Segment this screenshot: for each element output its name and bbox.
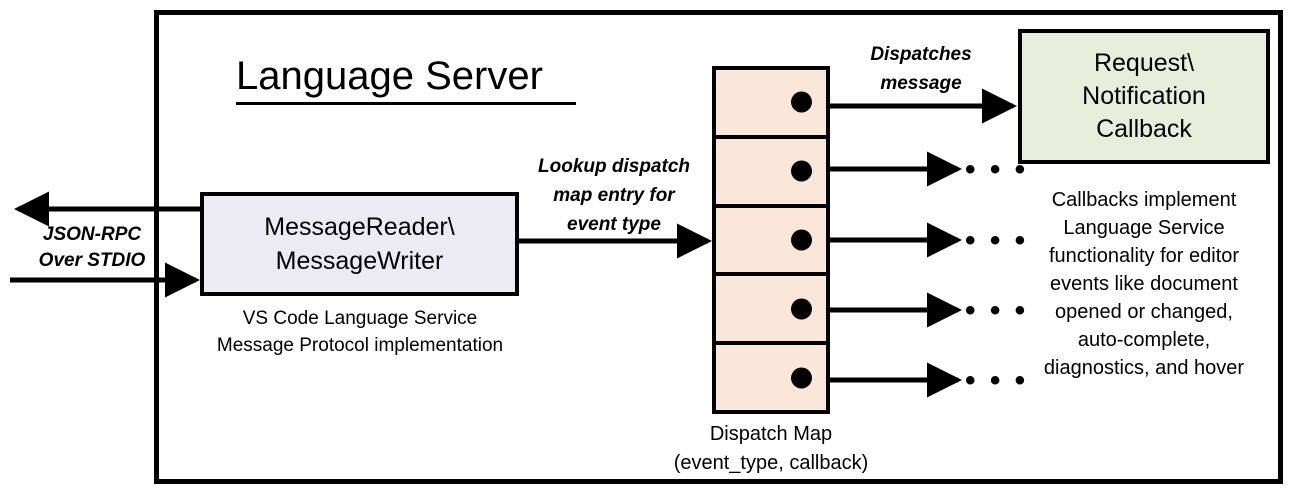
callback-caption-line-2: Language Service — [1063, 217, 1225, 239]
callback-dot-icon — [791, 229, 812, 251]
callback-box-line-1: Request\ — [1093, 49, 1195, 77]
dispatch-map-table[interactable] — [712, 66, 830, 414]
dispatch-map-row-4[interactable] — [716, 276, 826, 346]
callback-box-line-3: Callback — [1096, 115, 1192, 143]
dispatch-map-row-1[interactable] — [716, 70, 826, 139]
page-title: Language Server — [236, 52, 576, 105]
message-box-caption-line-1: VS Code Language Service — [242, 308, 478, 329]
lookup-label-line-2: map entry for — [553, 185, 675, 206]
callback-caption-line-5: opened or changed, — [1055, 301, 1233, 323]
lookup-label-line-1: Lookup dispatch — [538, 156, 690, 177]
transport-label-line-1: JSON-RPC — [42, 224, 142, 245]
dispatch-map-row-2[interactable] — [716, 139, 826, 208]
transport-label: JSON-RPC Over STDIO — [22, 222, 162, 274]
language-server-boundary — [154, 10, 1283, 484]
request-notification-callback-box[interactable]: Request\ Notification Callback — [1018, 29, 1270, 164]
callback-caption-line-7: diagnostics, and hover — [1043, 357, 1245, 379]
dispatch-map-caption: Dispatch Map (event_type, callback) — [645, 420, 897, 478]
dispatches-label-line-2: message — [880, 73, 962, 94]
ellipsis-row-4: • • • — [965, 294, 1029, 327]
message-reader-writer-box[interactable]: MessageReader\ MessageWriter — [200, 192, 519, 296]
dispatch-map-row-5[interactable] — [716, 345, 826, 410]
dispatch-map-caption-line-2: (event_type, callback) — [673, 452, 869, 474]
callback-box-caption: Callbacks implement Language Service fun… — [1010, 186, 1278, 382]
lookup-label: Lookup dispatch map entry for event type — [516, 152, 712, 239]
callback-dot-icon — [791, 367, 812, 389]
dispatches-label-line-1: Dispatches — [870, 44, 972, 65]
callback-dot-icon — [791, 298, 812, 320]
callback-box-line-2: Notification — [1082, 82, 1206, 110]
dispatches-message-label: Dispatches message — [833, 40, 1009, 98]
dispatch-map-row-3[interactable] — [716, 208, 826, 277]
callback-dot-icon — [791, 91, 812, 113]
callback-dot-icon — [791, 160, 812, 182]
transport-label-line-2: Over STDIO — [38, 250, 146, 271]
message-box-caption-line-2: Message Protocol implementation — [216, 335, 504, 356]
callback-caption-line-4: events like document — [1050, 273, 1238, 295]
message-box-line-2: MessageWriter — [275, 247, 444, 275]
ellipsis-row-2: • • • — [965, 153, 1029, 186]
message-box-line-1: MessageReader\ — [264, 213, 455, 241]
callback-caption-line-1: Callbacks implement — [1051, 189, 1237, 211]
lookup-label-line-3: event type — [567, 214, 661, 235]
dispatch-map-caption-line-1: Dispatch Map — [709, 423, 833, 445]
callback-caption-line-3: functionality for editor — [1048, 245, 1240, 267]
ellipsis-row-5: • • • — [965, 364, 1029, 397]
callback-caption-line-6: auto-complete, — [1077, 329, 1211, 351]
ellipsis-row-3: • • • — [965, 224, 1029, 257]
message-box-caption: VS Code Language Service Message Protoco… — [190, 305, 530, 359]
